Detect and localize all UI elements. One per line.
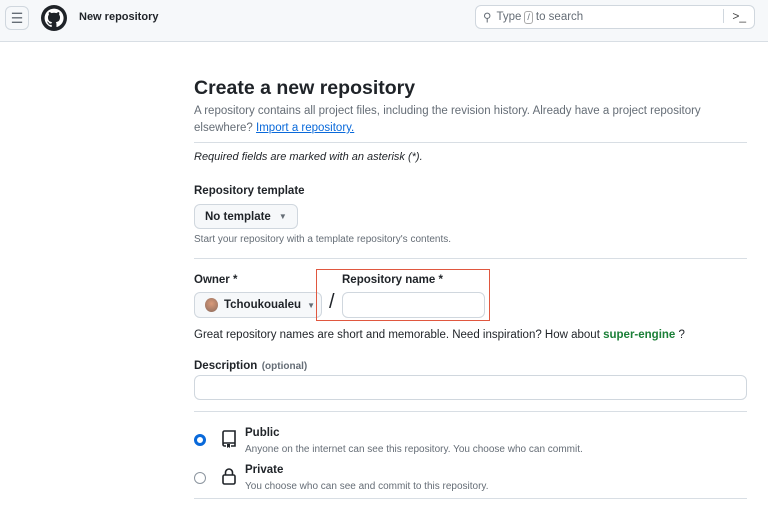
optional-tag: (optional)	[261, 361, 308, 372]
public-help: Anyone on the internet can see this repo…	[245, 444, 583, 455]
template-help: Start your repository with a template re…	[194, 234, 452, 245]
search-shortcut-key: /	[524, 10, 533, 24]
name-suggestion: Great repository names are short and mem…	[194, 329, 685, 341]
repo-name-label: Repository name *	[342, 274, 443, 286]
private-radio[interactable]	[194, 472, 206, 484]
private-help: You choose who can see and commit to thi…	[245, 481, 489, 492]
private-label: Private	[245, 464, 284, 476]
public-label: Public	[245, 427, 280, 439]
search-placeholder: Type	[496, 11, 522, 23]
owner-value: Tchoukoualeu	[223, 299, 302, 311]
page-description: A repository contains all project files,…	[194, 103, 734, 137]
github-logo-icon[interactable]	[41, 5, 67, 31]
caret-down-icon: ▼	[307, 300, 315, 310]
lock-icon	[221, 467, 237, 490]
description-input[interactable]	[194, 375, 747, 400]
public-radio[interactable]	[194, 434, 206, 446]
suggestion-text: Great repository names are short and mem…	[194, 329, 600, 341]
import-repository-link[interactable]: Import a repository.	[256, 122, 355, 134]
avatar	[205, 298, 218, 312]
repo-name-input[interactable]	[342, 292, 485, 318]
highlight-box	[316, 269, 490, 321]
template-dropdown[interactable]: No template ▼	[194, 204, 298, 229]
description-text: A repository contains all project files,…	[194, 105, 701, 134]
template-label: Repository template	[194, 185, 305, 197]
description-label: Description (optional)	[194, 356, 307, 374]
command-palette-icon[interactable]: >_	[723, 9, 746, 23]
owner-label: Owner *	[194, 274, 238, 286]
caret-down-icon: ▼	[278, 212, 287, 221]
menu-button[interactable]: ☰	[5, 6, 29, 30]
divider	[194, 258, 747, 259]
suggestion-suffix: ?	[678, 329, 685, 341]
owner-repo-separator: /	[329, 291, 335, 313]
divider	[194, 411, 747, 412]
required-note: Required fields are marked with an aster…	[194, 151, 423, 163]
description-label-text: Description	[194, 360, 258, 372]
divider	[194, 142, 747, 143]
page-title: Create a new repository	[194, 77, 416, 99]
suggested-name[interactable]: super-engine	[603, 329, 676, 341]
search-input[interactable]: ⚲ Type / to search >_	[475, 5, 755, 29]
search-icon: ⚲	[483, 12, 492, 24]
divider	[194, 498, 747, 499]
search-placeholder-suffix: to search	[535, 11, 584, 23]
hamburger-icon: ☰	[10, 9, 24, 26]
template-value: No template	[205, 210, 271, 223]
header-title: New repository	[79, 11, 159, 23]
owner-dropdown[interactable]: Tchoukoualeu ▼	[194, 292, 322, 318]
repo-icon	[221, 430, 237, 453]
